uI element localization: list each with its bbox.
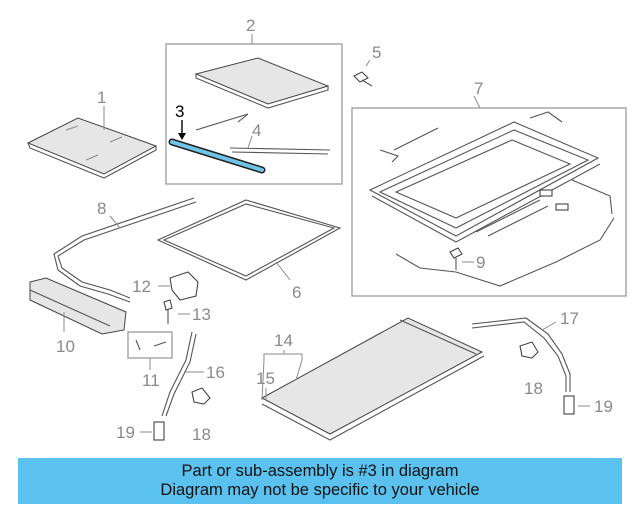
- part-12-motor[interactable]: [169, 271, 199, 301]
- leader-14a: [261, 359, 265, 401]
- banner-line-1: Part or sub-assembly is #3 in diagram: [181, 462, 459, 480]
- callout-18-right[interactable]: 18: [524, 379, 543, 398]
- part-3-weatherstrip[interactable]: [168, 138, 266, 174]
- leader-4: [247, 135, 253, 149]
- leader-6: [275, 261, 291, 281]
- callout-4[interactable]: 4: [252, 121, 261, 140]
- callout-18-left[interactable]: 18: [192, 425, 211, 444]
- group-box-7: [351, 107, 627, 297]
- part-17-drain-tube[interactable]: [471, 317, 571, 392]
- part-19-valve-left[interactable]: [153, 421, 165, 441]
- callout-8[interactable]: 8: [97, 199, 106, 218]
- part-2-shade[interactable]: [194, 57, 330, 109]
- part-18-clip-left[interactable]: [191, 387, 211, 405]
- part-6-seal-ring[interactable]: [156, 199, 342, 281]
- callout-16[interactable]: 16: [206, 363, 225, 382]
- part-8-seal[interactable]: [53, 197, 197, 303]
- part-4-trim[interactable]: [195, 113, 331, 155]
- part-18-clip-right[interactable]: [519, 341, 539, 359]
- arrowhead-3: [178, 133, 186, 140]
- callout-3[interactable]: 3: [175, 102, 184, 121]
- callout-10[interactable]: 10: [56, 337, 75, 356]
- part-13-screw[interactable]: [163, 299, 173, 324]
- part-9-bolt[interactable]: [449, 247, 463, 270]
- callout-19-left[interactable]: 19: [116, 423, 135, 442]
- banner-line-2: Diagram may not be specific to your vehi…: [160, 481, 480, 499]
- leader-7: [473, 95, 481, 109]
- info-banner: Part or sub-assembly is #3 in diagram Di…: [18, 458, 622, 504]
- parts-diagram: 1 2 4 3 5 7: [26, 16, 627, 444]
- callout-11[interactable]: 11: [142, 371, 160, 390]
- callout-1[interactable]: 1: [97, 88, 106, 107]
- callout-2[interactable]: 2: [246, 16, 255, 35]
- part-5-bolt[interactable]: [353, 71, 373, 87]
- part-11-screws[interactable]: [127, 331, 173, 359]
- part-7-frame[interactable]: [368, 111, 615, 287]
- leader-14b: [295, 359, 303, 381]
- part-14-sunshade[interactable]: [260, 317, 485, 441]
- callout-12[interactable]: 12: [132, 277, 151, 296]
- leader-5: [365, 59, 371, 67]
- part-16-drain-tube[interactable]: [161, 331, 197, 417]
- callout-17[interactable]: 17: [560, 309, 579, 328]
- leader-8: [109, 215, 121, 229]
- callout-15[interactable]: 15: [256, 369, 275, 388]
- part-11-screws-detail: [135, 339, 167, 351]
- callout-7[interactable]: 7: [474, 79, 483, 98]
- part-19-valve-right[interactable]: [563, 395, 575, 415]
- callout-13[interactable]: 13: [192, 305, 211, 324]
- part-1-glass[interactable]: [26, 117, 158, 179]
- leader-14-bracket: [263, 350, 303, 360]
- leader-17: [541, 321, 557, 331]
- callout-6[interactable]: 6: [292, 283, 301, 302]
- callout-14[interactable]: 14: [274, 331, 293, 350]
- part-10-deflector[interactable]: [29, 277, 127, 335]
- callout-5[interactable]: 5: [372, 43, 381, 62]
- group-box-2: [165, 43, 343, 185]
- callout-9[interactable]: 9: [476, 253, 485, 272]
- callout-19-right[interactable]: 19: [594, 397, 613, 416]
